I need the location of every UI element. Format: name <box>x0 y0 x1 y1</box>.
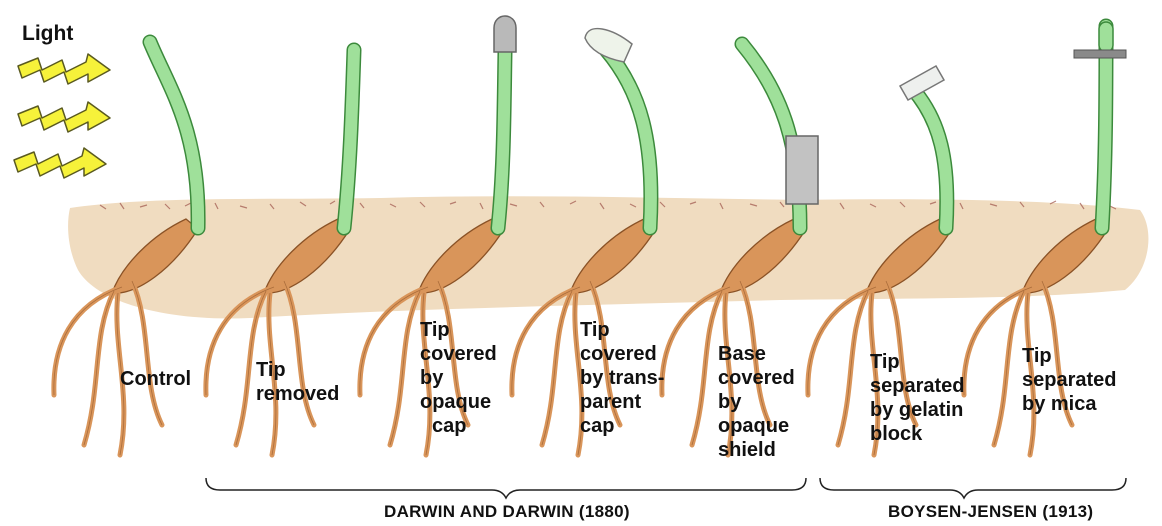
light-arrow-icon <box>18 102 110 132</box>
tip-treatments <box>494 16 1126 204</box>
label-tip-removed: Tip removed <box>256 358 339 406</box>
label-transparent-cap: Tip covered by trans- parent cap <box>580 318 664 438</box>
light-label: Light <box>22 22 73 46</box>
root-strand <box>54 287 122 395</box>
transparent-cap <box>585 29 632 62</box>
root-strand <box>838 291 868 445</box>
root-strand <box>542 291 572 445</box>
opaque-cap <box>494 16 516 52</box>
label-opaque-cap: Tip covered by opaque cap <box>420 318 497 438</box>
root-strand <box>994 291 1024 445</box>
label-gelatin: Tip separated by gelatin block <box>870 350 965 446</box>
shoot <box>498 52 505 228</box>
group-brackets <box>206 478 1126 498</box>
darwin-bracket <box>206 478 806 498</box>
root-strand <box>84 291 114 445</box>
label-mica: Tip separated by mica <box>1022 344 1117 416</box>
mica-plate <box>1074 50 1126 58</box>
root-strand <box>808 287 876 395</box>
light-arrow-icon <box>14 148 106 178</box>
isolated-tip <box>1099 22 1113 52</box>
boysen-jensen-bracket <box>820 478 1126 498</box>
label-opaque-shield: Base covered by opaque shield <box>718 342 795 462</box>
opaque-shield <box>786 136 818 204</box>
label-control: Control <box>120 367 191 391</box>
group-label-boysen-jensen: Boysen-Jensen (1913) <box>888 502 1093 522</box>
group-label-darwin: Darwin and Darwin (1880) <box>384 502 630 522</box>
light-arrow-icon <box>18 54 110 84</box>
light-arrows <box>14 54 110 178</box>
shoots <box>150 22 1113 228</box>
root-strand <box>390 291 420 445</box>
